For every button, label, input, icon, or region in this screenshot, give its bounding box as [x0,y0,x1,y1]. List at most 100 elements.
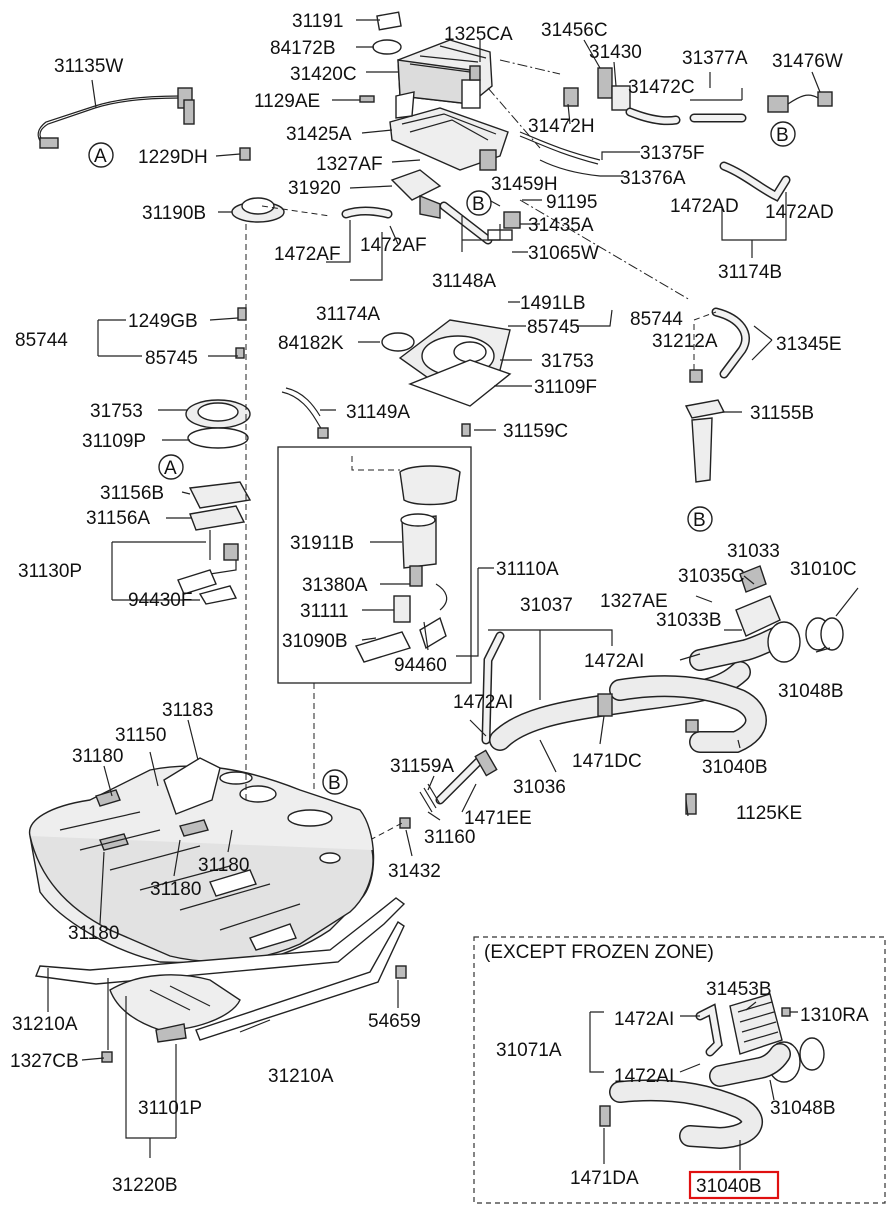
phantom-links [245,205,717,800]
label-1471EE: 1471EE [464,808,532,829]
label-1472AI-a: 1472AI [584,651,644,672]
label-84172B: 84172B [270,38,336,59]
label-31109F: 31109F [534,377,597,398]
label-1472AD-right: 1472AD [765,202,834,223]
marker-b-3: B [693,510,706,531]
label-31040B-top: 31040B [702,757,768,778]
label-31040B-bottom: 31040B [696,1176,762,1197]
label-1472AD-left: 1472AD [670,196,739,217]
label-31111: 31111 [300,601,349,622]
label-31425A: 31425A [286,124,352,145]
label-1125KE: 1125KE [736,803,802,824]
canister-bracket-31425A [359,91,509,171]
label-31048B-bottom: 31048B [770,1098,836,1119]
filler-pipe-assembly-31040B [481,565,859,815]
marker-a-circle-1 [88,142,114,168]
label-1471DC: 1471DC [572,751,642,772]
label-94430F: 94430F [128,590,192,611]
label-1310RA: 1310RA [800,1005,869,1026]
label-31159C: 31159C [503,421,568,442]
marker-b-circle-3 [687,506,713,532]
label-31220B: 31220B [112,1175,178,1196]
label-1472AF-left: 1472AF [274,244,341,265]
label-31472H: 31472H [528,116,595,137]
pump-plate-31190B [231,147,285,223]
part-labels: 31191 84172B 1325CA 31456C 31430 31377A … [10,11,869,1197]
label-31920: 31920 [288,178,341,199]
label-31033B: 31033B [656,610,722,631]
label-31033-top: 31033 [727,541,780,562]
label-1129AE: 1129AE [254,91,320,112]
reference-markers: A B B A B B [88,121,796,795]
part-drawings [28,11,859,1170]
label-31432: 31432 [388,861,441,882]
label-31156A: 31156A [86,508,150,529]
leader-lines [47,19,831,1170]
label-54659: 54659 [368,1011,421,1032]
label-31156B: 31156B [100,483,164,504]
label-31376A: 31376A [620,168,686,189]
label-85744-right: 85744 [630,309,683,330]
vent-valve-31430 [563,67,833,126]
label-31010C: 31010C [790,559,857,580]
label-85745-right: 85745 [527,317,580,338]
label-31065W: 31065W [528,243,599,264]
label-31210A-left: 31210A [12,1014,78,1035]
label-31377A: 31377A [682,48,748,69]
cover-plate-31753-right [381,319,512,407]
label-31148A: 31148A [432,271,496,292]
label-31180-a: 31180 [72,746,123,767]
label-1472AF-right: 1472AF [360,235,427,256]
label-85744-left: 85744 [15,330,68,351]
marker-a-2: A [164,458,177,479]
hose-31174B [719,161,791,202]
label-31149A: 31149A [346,402,410,423]
fill-hose-31160 [369,749,498,841]
label-1471DA: 1471DA [570,1168,639,1189]
label-31048B-top: 31048B [778,681,844,702]
label-31345E: 31345E [776,334,842,355]
label-31174A: 31174A [316,304,380,325]
marker-b-2: B [776,125,789,146]
marker-b-4: B [328,773,341,794]
marker-a-1: A [94,146,107,167]
label-31135W: 31135W [54,56,123,77]
label-31130P: 31130P [18,561,82,582]
label-31036: 31036 [513,777,566,798]
label-31453B: 31453B [706,979,772,1000]
vent-tube-31155B [684,307,750,483]
label-94460: 94460 [394,655,447,676]
label-31155B: 31155B [750,403,814,424]
label-31035C: 31035C [678,566,745,587]
label-31180-d: 31180 [68,923,119,944]
label-1472AI-d: 1472AI [614,1066,674,1087]
label-1327AE: 1327AE [600,591,668,612]
label-31212A: 31212A [652,331,718,352]
label-31159A: 31159A [390,756,454,777]
label-31210A-right: 31210A [268,1066,334,1087]
label-84182K: 84182K [278,333,344,354]
label-85745-left: 85745 [145,348,198,369]
label-1472AI-c: 1472AI [614,1009,674,1030]
label-31435A: 31435A [528,215,594,236]
marker-b-circle-1 [466,190,492,216]
marker-a-circle-2 [158,454,184,480]
label-31190B: 31190B [142,203,206,224]
label-31476W: 31476W [772,51,843,72]
vapor-lines [487,59,691,301]
cover-plate-31753-left [185,307,251,449]
label-1472AI-b: 1472AI [453,692,513,713]
label-31183: 31183 [162,700,213,721]
label-31071A: 31071A [496,1040,562,1061]
tank-straps-31210A [35,897,407,1063]
canister-31420C [372,11,493,109]
label-31110A: 31110A [496,559,559,580]
label-1327AF: 1327AF [316,154,383,175]
label-1229DH: 1229DH [138,147,208,168]
label-31160: 31160 [424,827,475,848]
sender-31130P [177,481,252,605]
label-31037: 31037 [520,595,573,616]
frozen-zone-box [473,936,886,1204]
label-31753-left: 31753 [90,401,143,422]
